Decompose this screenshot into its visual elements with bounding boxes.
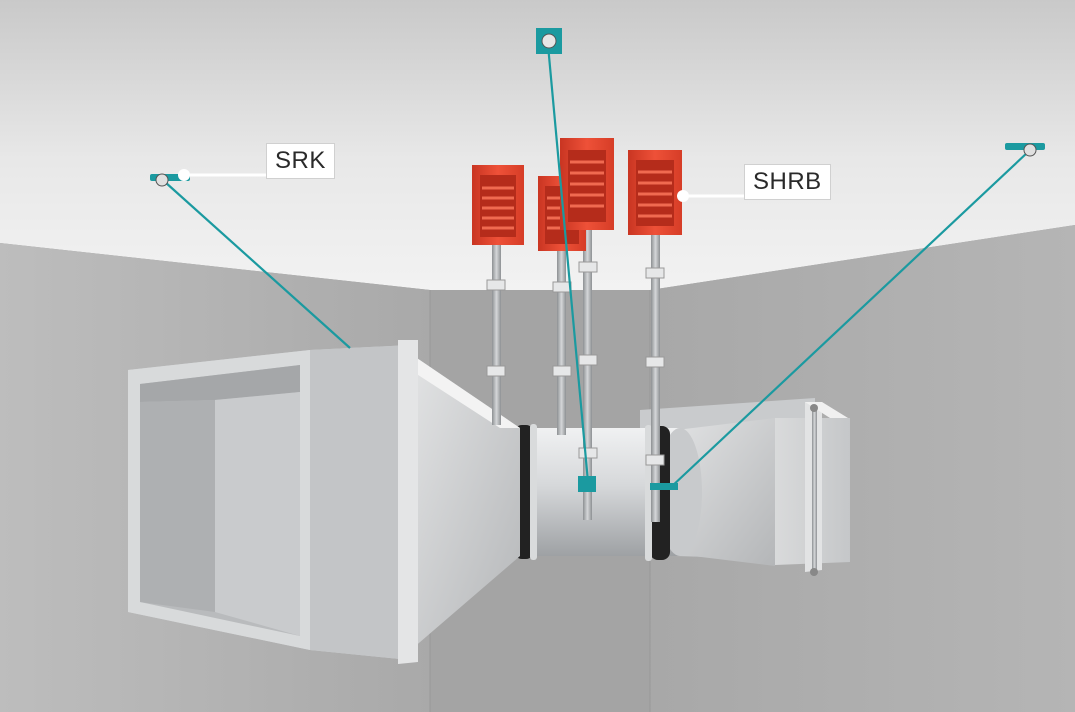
cable-anchors — [150, 28, 1045, 492]
callout-leaders — [178, 169, 746, 202]
shrb-leader-dot — [677, 190, 689, 202]
spring-hanger-boxes — [472, 138, 682, 251]
right-wall — [650, 225, 1075, 712]
anchor-right — [1005, 143, 1045, 157]
anchor-top — [536, 28, 562, 54]
spring-hanger-4 — [628, 150, 682, 235]
srk-leader-dot — [178, 169, 190, 181]
round-duct — [500, 424, 702, 561]
cable-left — [164, 181, 351, 349]
left-taper — [405, 350, 520, 655]
anchor-duct-right — [650, 483, 678, 490]
srk-callout-label: SRK — [266, 143, 335, 179]
cable-center — [546, 44, 590, 483]
rectangular-duct — [128, 340, 418, 664]
seismic-cables — [164, 44, 1029, 489]
cable-right — [669, 151, 1029, 489]
anchor-duct-center — [578, 476, 596, 492]
threaded-rods — [486, 230, 665, 522]
spring-hanger-1 — [472, 165, 524, 245]
spring-hanger-3 — [560, 138, 614, 230]
ceiling — [0, 0, 1075, 290]
shrb-callout-label: SHRB — [744, 164, 831, 200]
